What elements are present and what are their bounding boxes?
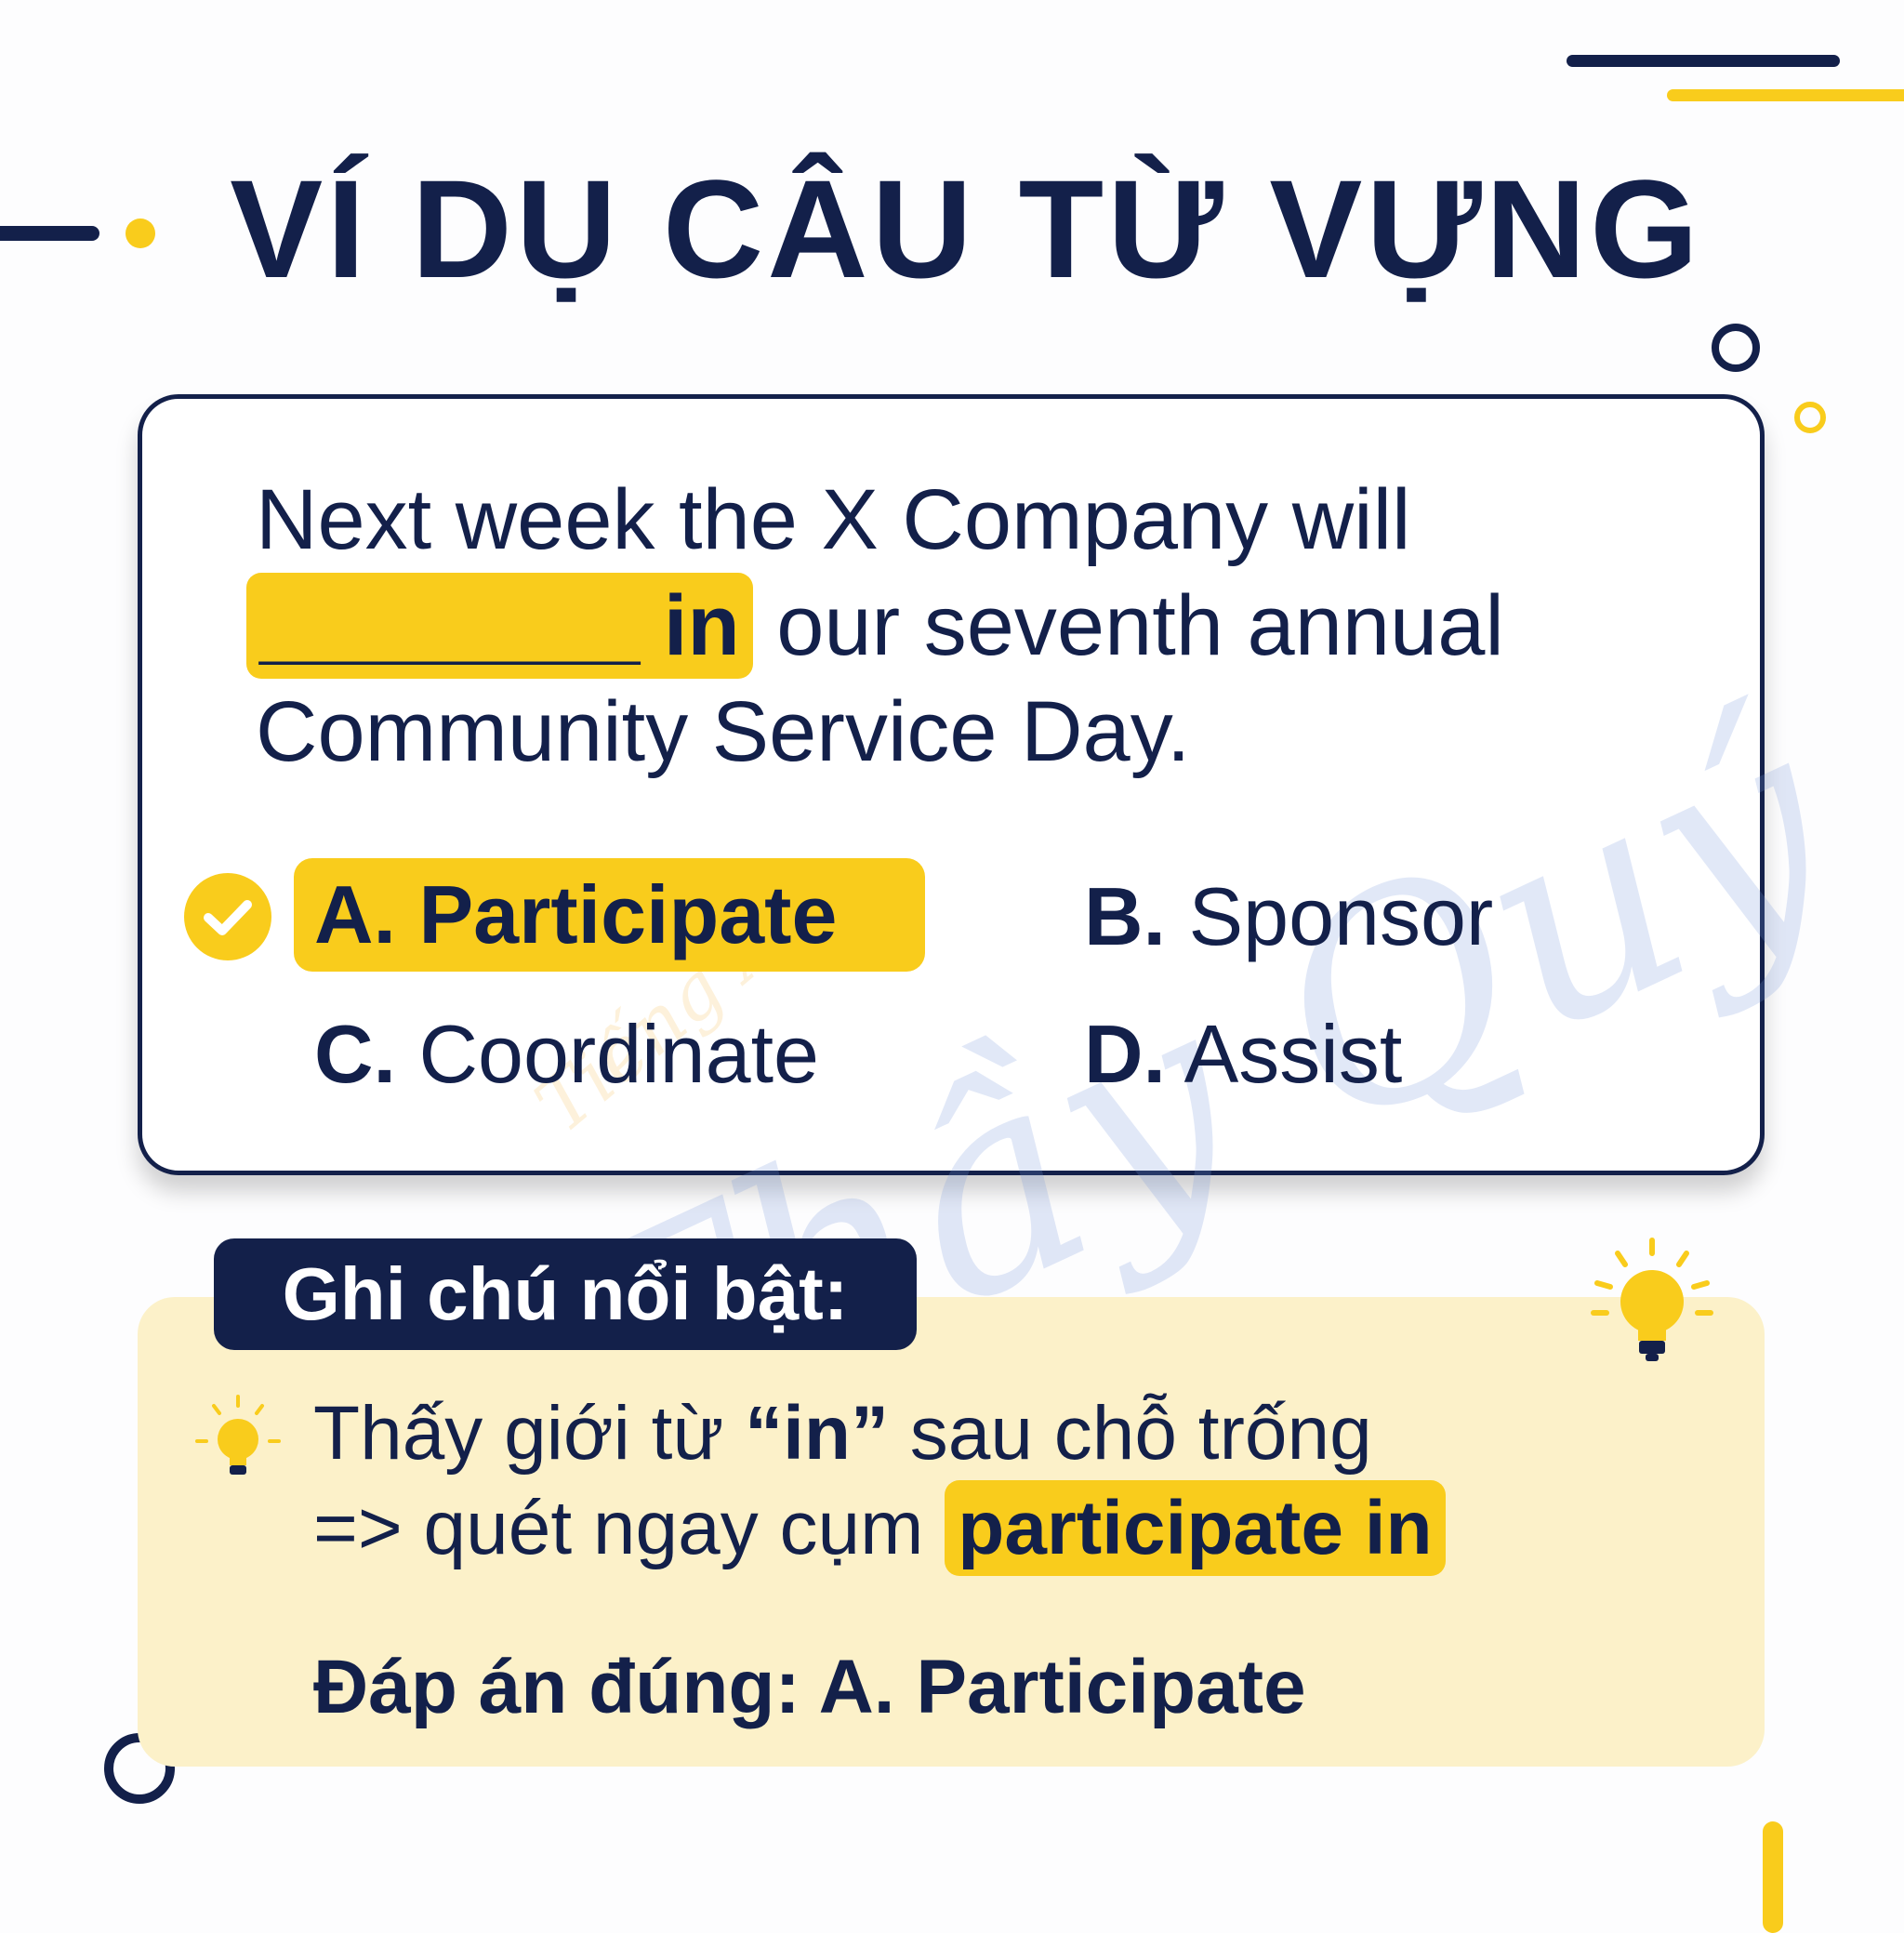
option-d[interactable]: D. Assist <box>1084 998 1402 1111</box>
question-line-2-text: our seventh annual <box>752 578 1504 673</box>
question-line-3: Community Service Day. <box>256 684 1191 779</box>
decor-line-navy-left <box>0 226 99 241</box>
lightbulb-icon-small <box>193 1395 283 1489</box>
page-title: VÍ DỤ CÂU TỪ VỰNG <box>230 151 1702 307</box>
option-a-text: Participate <box>418 868 838 960</box>
option-b-letter: B. <box>1084 870 1166 962</box>
lightbulb-icon-large <box>1590 1237 1715 1371</box>
option-d-text: Assist <box>1183 1008 1403 1100</box>
option-b[interactable]: B. Sponsor <box>1084 860 1493 973</box>
correct-answer: Đáp án đúng: A. Participate <box>313 1645 1306 1729</box>
option-c-text: Coordinate <box>418 1008 819 1100</box>
option-b-text: Sponsor <box>1188 870 1494 962</box>
note-line-1-bold: “in” <box>745 1391 890 1476</box>
question-line-2: ________ in our seventh annual <box>246 573 1504 679</box>
note-line-1-pre: Thấy giới từ <box>313 1391 746 1476</box>
blank-highlight: ________ in <box>246 573 753 679</box>
option-a[interactable]: A. Participate <box>294 858 925 972</box>
option-c[interactable]: C. Coordinate <box>314 998 819 1111</box>
decor-circle-yellow <box>1794 402 1826 433</box>
check-icon <box>184 873 271 960</box>
option-a-letter: A. <box>314 868 396 960</box>
notes-label: Ghi chú nổi bật: <box>214 1238 917 1350</box>
decor-bar-yellow-bottom <box>1763 1821 1783 1933</box>
decor-circle-navy <box>1712 324 1760 372</box>
option-c-letter: C. <box>314 1008 396 1100</box>
note-line-1-post: sau chỗ trống <box>889 1391 1372 1476</box>
note-line-2-pre: => quét ngay cụm <box>313 1486 945 1570</box>
decor-line-yellow-top <box>1667 89 1904 101</box>
note-highlight: participate in <box>945 1480 1446 1576</box>
note-line-1: Thấy giới từ “in” sau chỗ trống <box>313 1390 1372 1477</box>
decor-line-navy-top <box>1567 55 1840 67</box>
option-d-letter: D. <box>1084 1008 1166 1100</box>
note-line-2: => quét ngay cụm participate in <box>313 1480 1446 1576</box>
decor-dot-yellow <box>126 218 155 248</box>
question-line-1: Next week the X Company will <box>256 472 1411 567</box>
question-card <box>138 394 1765 1175</box>
